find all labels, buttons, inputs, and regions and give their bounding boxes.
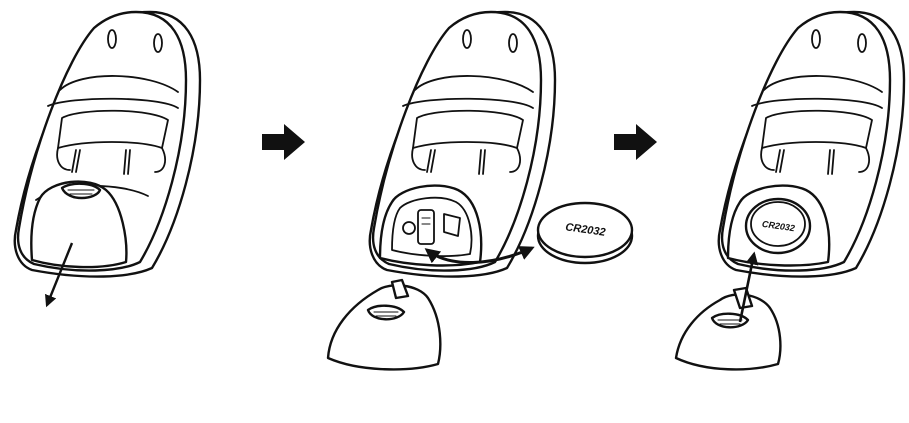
battery-label: CR2032 — [761, 219, 795, 233]
right-arrow-icon — [614, 124, 657, 160]
removed-battery-door — [326, 284, 442, 371]
step-3-battery-installed: CR2032 — [674, 10, 906, 371]
step-2-remote-open: CR2032 — [326, 10, 634, 371]
push-arrow-icon — [738, 251, 759, 323]
battery-door — [30, 180, 128, 269]
right-arrow-icon — [262, 124, 305, 160]
coin-battery-loose: CR2032 — [536, 201, 634, 265]
battery-door-inserting — [674, 293, 782, 371]
battery-label: CR2032 — [565, 221, 607, 239]
pull-arrow-icon — [45, 242, 74, 308]
pull-arrow-icon — [424, 246, 535, 265]
coin-battery-installed: CR2032 — [744, 197, 812, 255]
step-1-remote-closed — [13, 10, 202, 308]
